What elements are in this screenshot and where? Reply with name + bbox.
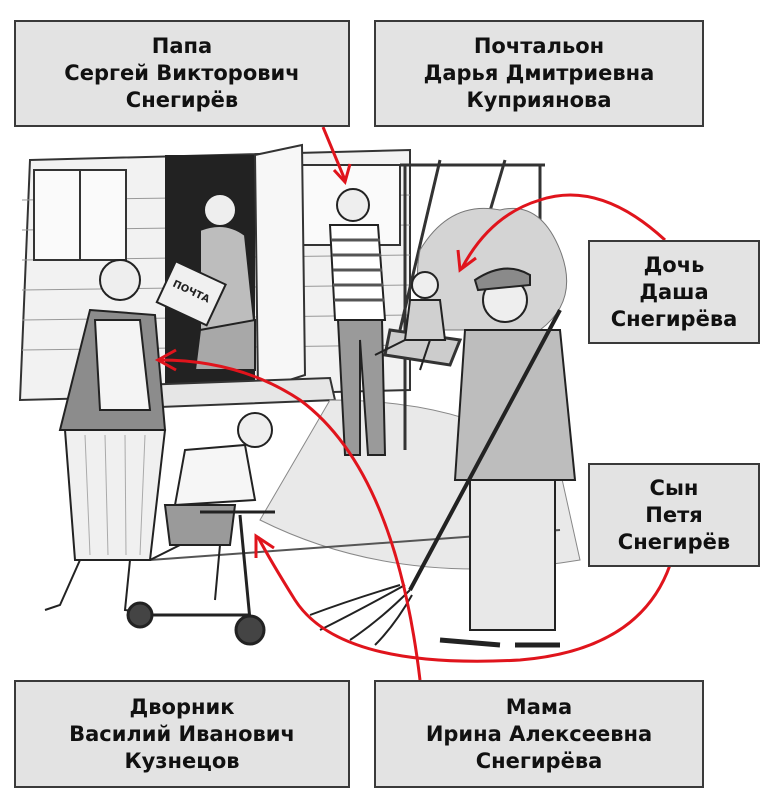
janitor-figure <box>439 267 577 648</box>
label-janitor-surname: Кузнецов <box>124 748 240 773</box>
arrow-daughter <box>460 193 667 269</box>
arrow-son <box>256 536 672 663</box>
papa-figure <box>328 188 387 456</box>
label-son: Сын Петя Снегирёв <box>588 463 760 567</box>
label-postman: Почтальон Дарья Дмитриевна Куприянова <box>374 20 704 127</box>
arrow-papa <box>321 126 347 181</box>
label-janitor-name: Василий Иванович <box>69 721 295 746</box>
mama-figure <box>44 259 167 613</box>
label-daughter-name: Даша <box>639 279 709 304</box>
label-mama: Мама Ирина Алексеевна Снегирёва <box>374 680 704 788</box>
label-papa: Папа Сергей Викторович Снегирёв <box>14 20 350 127</box>
label-janitor: Дворник Василий Иванович Кузнецов <box>14 680 350 788</box>
label-papa-name: Сергей Викторович <box>64 61 300 85</box>
open-door <box>253 143 307 392</box>
label-papa-role: Папа <box>151 34 213 58</box>
arrow-papa-head <box>332 163 352 186</box>
label-janitor-role: Дворник <box>129 694 235 719</box>
label-son-surname: Снегирёв <box>617 529 731 554</box>
label-daughter-surname: Снегирёва <box>610 306 738 331</box>
arrow-mama <box>159 358 422 681</box>
label-postman-name: Дарья Дмитриевна <box>423 61 655 85</box>
connector-arrows <box>154 126 672 681</box>
arrow-mama-head <box>154 348 177 372</box>
daughter-figure <box>374 271 447 371</box>
label-daughter: Дочь Даша Снегирёва <box>588 240 760 344</box>
arrow-son-head <box>254 533 275 558</box>
label-son-name: Петя <box>645 502 703 527</box>
arrow-daughter-head <box>456 249 477 273</box>
label-son-role: Сын <box>649 475 699 500</box>
label-papa-surname: Снегирёв <box>125 88 239 112</box>
label-postman-surname: Куприянова <box>466 88 612 112</box>
label-mama-surname: Снегирёва <box>475 748 603 773</box>
postman-figure: ПОЧТА <box>155 193 257 371</box>
label-mama-name: Ирина Алексеевна <box>425 721 653 746</box>
label-mama-role: Мама <box>505 694 573 719</box>
rake <box>309 309 562 646</box>
scooter <box>126 510 275 646</box>
label-daughter-role: Дочь <box>643 252 705 277</box>
label-postman-role: Почтальон <box>473 34 605 58</box>
son-figure <box>149 412 273 601</box>
